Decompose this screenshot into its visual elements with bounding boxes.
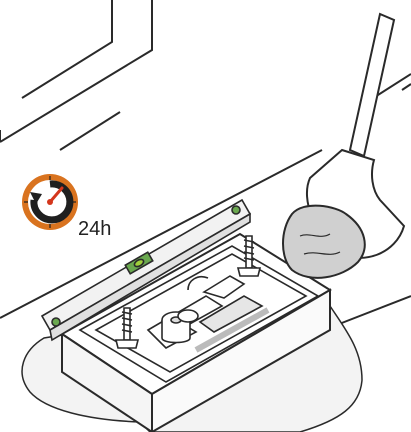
spirit-level <box>40 198 252 342</box>
clock-timer-icon <box>22 174 78 230</box>
wall-lines <box>0 0 323 319</box>
anchor-bolt-right <box>236 235 262 277</box>
anchor-bolt-left <box>114 307 140 349</box>
duration-label: 24h <box>78 218 112 240</box>
shovel <box>282 12 406 279</box>
pipe-fitting <box>161 309 199 344</box>
